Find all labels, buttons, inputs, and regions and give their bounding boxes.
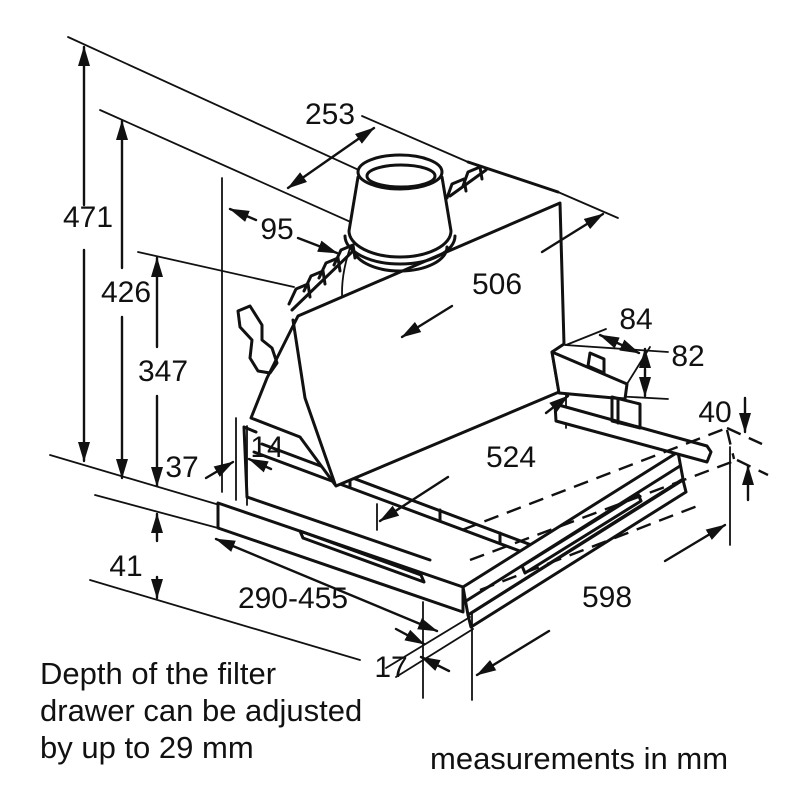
dim-label-347: 347 <box>138 355 188 388</box>
filter-note-line3: by up to 29 mm <box>40 730 254 765</box>
dim-label-37: 37 <box>165 451 198 484</box>
units-note: measurements in mm <box>430 741 728 776</box>
dim-label-253: 253 <box>305 98 355 131</box>
top-back-edge <box>466 160 560 194</box>
dim-label-524: 524 <box>486 441 536 474</box>
dim-label-506: 506 <box>472 268 522 301</box>
note-text: Depth of the filter drawer can be adjust… <box>40 656 728 776</box>
dim-label-14: 14 <box>250 431 283 464</box>
mounting-hook <box>236 304 279 375</box>
dim-label-41: 41 <box>109 550 142 583</box>
filter-note-line1: Depth of the filter <box>40 656 276 691</box>
dimension-labels: 253 471 426 347 95 506 84 82 40 14 37 41… <box>63 98 732 684</box>
dashed-extension-outline <box>461 426 769 592</box>
dim-label-290-455: 290-455 <box>238 582 348 615</box>
dim-label-95: 95 <box>260 213 293 246</box>
dim-label-426: 426 <box>101 276 151 309</box>
dim-label-598: 598 <box>582 581 632 614</box>
dim-label-40: 40 <box>698 396 731 429</box>
lower-rail <box>553 402 713 464</box>
dim-label-471: 471 <box>63 201 113 234</box>
dim-label-84: 84 <box>619 303 652 336</box>
dim-label-17: 17 <box>374 651 407 684</box>
duct-collar <box>343 153 457 273</box>
filter-note-line2: drawer can be adjusted <box>40 693 362 728</box>
rail-bracket <box>610 395 642 430</box>
dim-label-82: 82 <box>671 340 704 373</box>
dimension-arrows <box>78 45 754 677</box>
hood-body <box>249 201 566 488</box>
